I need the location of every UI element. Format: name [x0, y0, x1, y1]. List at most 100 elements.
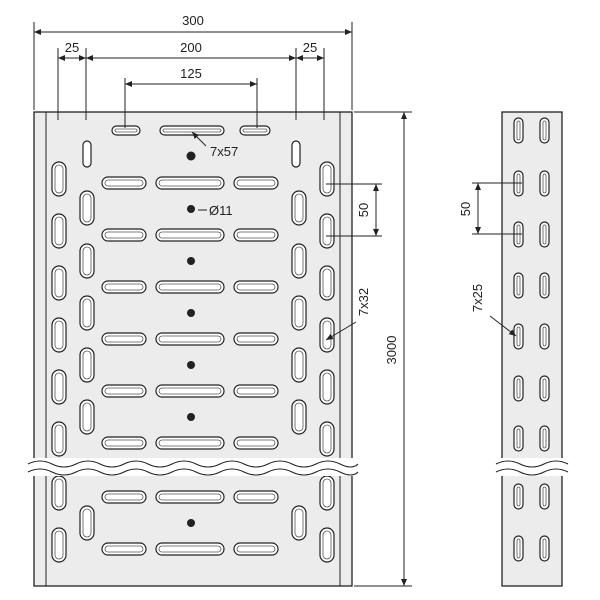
side-view-slot-inner — [542, 538, 547, 559]
floor-slot-inner — [104, 283, 144, 291]
floor-slot-inner — [236, 179, 276, 187]
overall-width-label: 300 — [182, 13, 204, 28]
side-slot-size-label: 7x32 — [356, 288, 371, 316]
side-view-slot-inner — [516, 428, 521, 449]
flange-slot-inner — [54, 372, 64, 402]
inner-flange-slot-inner — [82, 350, 92, 380]
inner-flange-slot-inner — [294, 298, 304, 328]
flange-slot-inner — [322, 268, 332, 298]
floor-slot-inner — [158, 335, 222, 343]
flange-slot-inner — [322, 372, 332, 402]
inner-flange-slot-inner — [82, 298, 92, 328]
flange-slot-inner — [322, 216, 332, 246]
floor-slot-inner — [158, 283, 222, 291]
mounting-hole — [187, 257, 195, 265]
flange-slot-inner — [54, 478, 64, 508]
floor-slot-inner — [104, 439, 144, 447]
side-view-slot-inner — [542, 486, 547, 507]
flange-slot-inner — [54, 530, 64, 560]
flange-slot-inner — [322, 478, 332, 508]
inner-flange-slot-inner — [82, 193, 92, 223]
side-view-slot-inner — [516, 120, 521, 141]
floor-slot-inner — [236, 439, 276, 447]
side-view-slot-inner — [542, 378, 547, 399]
top-slot-size-label: 7x57 — [210, 144, 238, 159]
tray-side-view — [495, 111, 569, 587]
break-gap — [28, 458, 358, 476]
dimension-side-slot-pitch: 50 — [458, 182, 522, 235]
break-line-top — [27, 460, 359, 468]
side-break-line-bottom — [495, 468, 569, 476]
flange-slot-inner — [54, 424, 64, 454]
mounting-hole — [187, 413, 195, 421]
floor-slot-inner — [104, 231, 144, 239]
callout-side-slot-size-side-view: 7x25 — [470, 284, 517, 337]
floor-slot-inner — [158, 179, 222, 187]
mounting-hole — [187, 309, 195, 317]
side-break-line-top — [495, 460, 569, 468]
floor-slot-inner — [236, 493, 276, 501]
inner-flange-slot-inner — [294, 508, 304, 538]
floor-slot-inner — [104, 335, 144, 343]
tray-main-view — [27, 111, 359, 587]
dimension-row-pitch: 50 — [326, 183, 382, 237]
inner-flange-slot-inner — [82, 246, 92, 276]
inner-flange-slot-inner — [82, 508, 92, 538]
callout-side-slot-size: 7x32 — [325, 288, 371, 341]
center-span-label: 200 — [180, 40, 202, 55]
floor-slot-inner — [104, 545, 144, 553]
top-slot-inner — [162, 128, 222, 133]
side-slot-pitch-label: 50 — [458, 202, 473, 216]
side-view-slot-inner — [542, 120, 547, 141]
side-view-slot-inner — [516, 326, 521, 347]
side-view-slot-inner — [542, 275, 547, 296]
flange-slot-inner — [322, 424, 332, 454]
flange-slot-inner — [54, 268, 64, 298]
floor-slot-inner — [158, 439, 222, 447]
inner-flange-slot-inner — [294, 193, 304, 223]
side-view-slot-inner — [516, 275, 521, 296]
callout-hole-diameter: Ø11 — [198, 203, 233, 218]
side-plate — [501, 111, 563, 587]
callout-top-slot-size: 7x57 — [191, 131, 238, 159]
dimension-flange-widths: 25 200 25 — [57, 40, 325, 120]
break-line-bottom — [27, 468, 359, 476]
row-pitch-label: 50 — [356, 203, 371, 217]
floor-slot-inner — [236, 335, 276, 343]
top-slot-spacing-label: 125 — [180, 66, 202, 81]
flange-slot-inner — [54, 216, 64, 246]
left-flange-width-label: 25 — [65, 40, 79, 55]
flange-slot-inner — [322, 530, 332, 560]
floor-slot-inner — [104, 493, 144, 501]
flange-slot-inner — [322, 164, 332, 194]
dimension-top-slot-spacing: 125 — [124, 66, 258, 128]
top-slot-inner — [114, 128, 138, 133]
side-view-slot-inner — [516, 538, 521, 559]
floor-slot-inner — [158, 545, 222, 553]
side-view-slot-inner — [542, 173, 547, 194]
inner-flange-slot-inner — [82, 402, 92, 432]
inner-flange-slot-inner — [294, 402, 304, 432]
flange-slot-inner — [54, 164, 64, 194]
hole-diameter-label: Ø11 — [209, 203, 233, 218]
floor-slot-inner — [236, 545, 276, 553]
side-view-slot-size-label: 7x25 — [470, 284, 485, 312]
floor-slot-inner — [104, 179, 144, 187]
mounting-hole — [187, 361, 195, 369]
side-view-slot-inner — [542, 224, 547, 245]
floor-slot-inner — [158, 231, 222, 239]
mounting-hole — [186, 151, 196, 161]
inner-flange-slot-inner — [294, 350, 304, 380]
floor-slot-inner — [158, 493, 222, 501]
top-slot-inner — [242, 128, 268, 133]
edge-top-slot — [82, 140, 92, 168]
overall-length-label: 3000 — [384, 336, 399, 365]
floor-slot-inner — [236, 283, 276, 291]
dimension-overall-width: 300 — [33, 13, 353, 110]
mounting-hole — [187, 205, 195, 213]
right-flange-width-label: 25 — [303, 40, 317, 55]
inner-flange-slot-inner — [294, 246, 304, 276]
dimension-overall-length: 3000 — [354, 111, 412, 587]
side-view-slot-inner — [516, 486, 521, 507]
